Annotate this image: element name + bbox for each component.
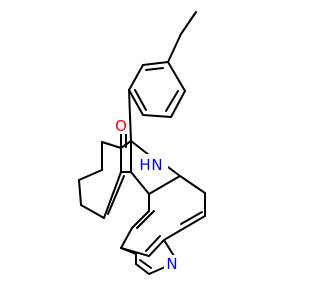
- pyridine-bond: [163, 239, 175, 257]
- amine-n-label: N: [151, 156, 162, 174]
- ring-bond: [78, 179, 82, 206]
- aryl-link-bond: [128, 89, 132, 142]
- phenyl-double-bond: [165, 90, 179, 112]
- aromatic-double-bond: [180, 211, 203, 225]
- aromatic-double-bond: [145, 235, 161, 252]
- atom-labels: O H N N: [114, 117, 181, 273]
- pyridine-double-bond: [139, 259, 152, 269]
- amine-h-label: H: [139, 156, 150, 174]
- aromatic-bond: [163, 229, 182, 241]
- ring-double-bond: [103, 171, 122, 219]
- aromatic-double-bond: [136, 210, 155, 229]
- oxygen-atom-label: O: [115, 117, 127, 135]
- aromatic-bond: [179, 175, 206, 194]
- phenyl-bond: [128, 64, 144, 91]
- aromatic-bond: [131, 210, 150, 229]
- phenyl-bond: [128, 89, 144, 116]
- amine-bond: [130, 140, 150, 156]
- ring-bond: [130, 171, 150, 195]
- aromatic-bond: [148, 239, 165, 257]
- amine-label-bg: [140, 154, 168, 177]
- phenyl-double-bond: [145, 67, 164, 71]
- ring-bond: [78, 169, 103, 181]
- ethyl-ch3-bond: [180, 11, 197, 35]
- ethyl-ch2-bond: [167, 33, 182, 63]
- phenyl-bond: [170, 90, 186, 118]
- ring-double-bond: [107, 175, 125, 215]
- phenyl-bond: [142, 114, 172, 118]
- pyridine-n-label-bg: [164, 255, 181, 273]
- aromatic-bond: [120, 227, 133, 249]
- phenyl-bond: [142, 61, 169, 66]
- phenyl-bond: [167, 61, 186, 92]
- bond-layer: [78, 11, 206, 275]
- ring-bond: [148, 175, 181, 195]
- molecule-structure: O H N N: [78, 11, 206, 275]
- ring-bond: [80, 204, 105, 219]
- oxygen-label-bg: [114, 117, 129, 134]
- pyridine-n-label: N: [166, 255, 177, 273]
- ring-bond: [101, 141, 122, 149]
- phenyl-double-bond: [134, 89, 147, 111]
- aromatic-bond: [180, 215, 206, 231]
- pyridine-bond: [135, 263, 150, 275]
- pyridine-bond: [120, 247, 137, 255]
